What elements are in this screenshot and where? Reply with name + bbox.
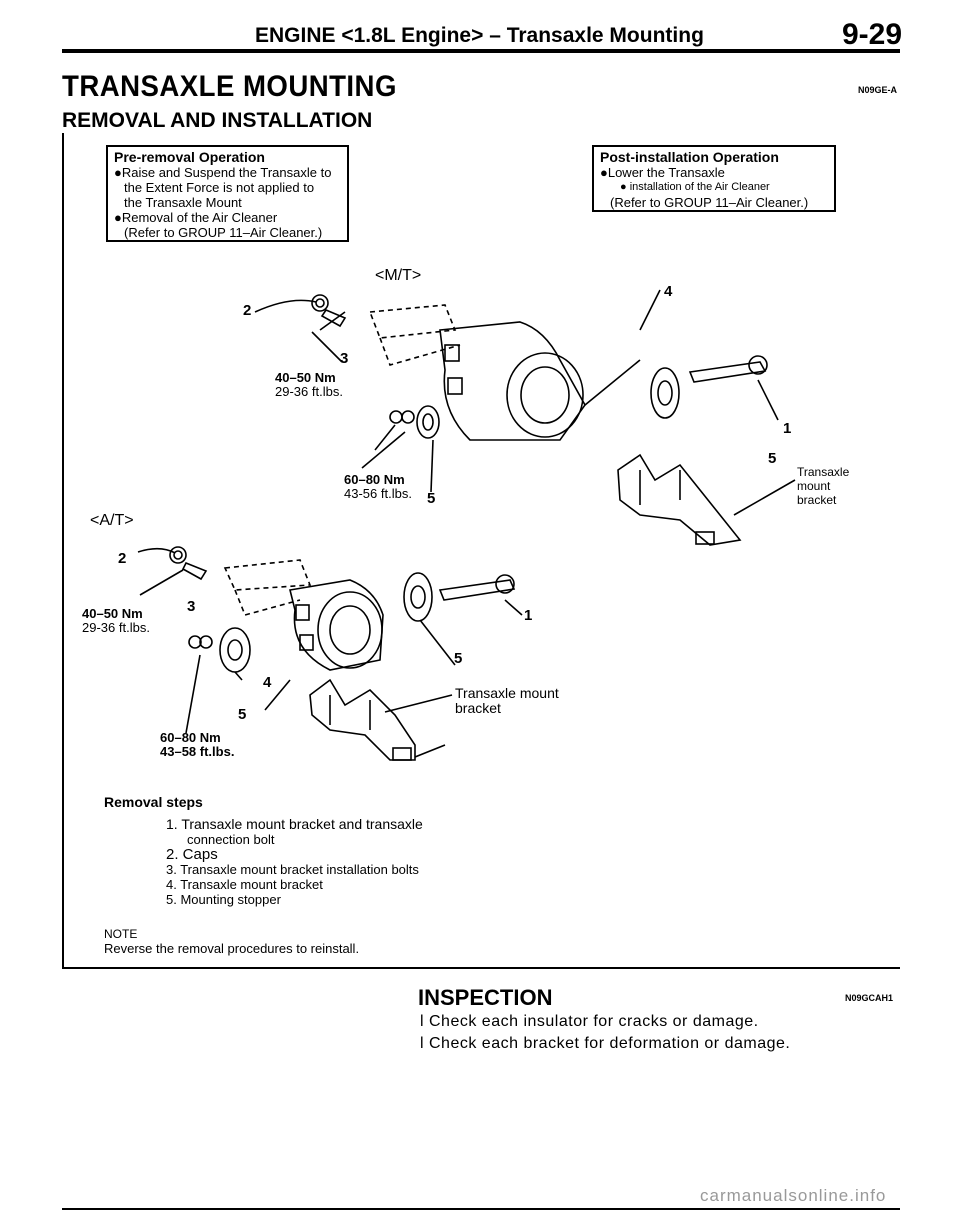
section-bottom-rule bbox=[62, 967, 900, 969]
bracket-label-line: Transaxle bbox=[797, 465, 850, 479]
callout-5-mt: 5 bbox=[768, 450, 777, 467]
torque-2-ft-at: 43–58 ft.lbs. bbox=[160, 744, 235, 759]
callout-3-at: 3 bbox=[187, 598, 196, 615]
callout-1-mt: 1 bbox=[783, 420, 792, 437]
pre-removal-box: Pre-removal Operation ●Raise and Suspend… bbox=[106, 145, 349, 242]
pre-removal-line: ●Raise and Suspend the Transaxle to bbox=[114, 165, 332, 180]
torque-2-nm-at: 60–80 Nm bbox=[160, 730, 221, 745]
callout-3-mt: 3 bbox=[340, 350, 349, 367]
mounting-stopper-mt bbox=[650, 367, 680, 419]
mounting-stopper-at bbox=[403, 572, 433, 622]
pre-removal-line: the Transaxle Mount bbox=[124, 195, 242, 210]
callout-2-at: 2 bbox=[118, 550, 127, 567]
torque-1-ft-at: 29-36 ft.lbs. bbox=[82, 620, 150, 635]
callout-5b-at: 5 bbox=[238, 706, 247, 723]
mount-insulator-at bbox=[317, 591, 383, 669]
bolt-3-at bbox=[181, 561, 208, 581]
removal-step: 2. Caps bbox=[166, 846, 218, 863]
cap-at bbox=[219, 627, 251, 673]
post-installation-line: (Refer to GROUP 11–Air Cleaner.) bbox=[610, 195, 809, 210]
cap-2-mt bbox=[311, 294, 329, 312]
callout-4-at: 4 bbox=[263, 674, 272, 691]
torque-1-nm-mt: 40–50 Nm bbox=[275, 370, 336, 385]
bracket-label-line: Transaxle mount bbox=[455, 685, 559, 701]
callout-5-at: 5 bbox=[454, 650, 463, 667]
torque-1-ft-mt: 29-36 ft.lbs. bbox=[275, 384, 343, 399]
post-installation-title: Post-installation Operation bbox=[600, 149, 779, 165]
mt-label: <M/T> bbox=[375, 267, 422, 284]
bolt-1-at bbox=[438, 579, 516, 601]
removal-steps-list: 1. Transaxle mount bracket and transaxle… bbox=[166, 816, 423, 908]
inspection-code: N09GCAH1 bbox=[845, 993, 894, 1003]
section-code: N09GE-A bbox=[858, 85, 898, 95]
pre-removal-title: Pre-removal Operation bbox=[114, 149, 265, 165]
torque-2-nm-mt: 60–80 Nm bbox=[344, 472, 405, 487]
bracket-label-at: Transaxle mount bracket bbox=[455, 686, 559, 716]
cap-mt bbox=[416, 405, 440, 439]
at-label: <A/T> bbox=[90, 512, 134, 529]
inspection-item: l Check each bracket for deformation or … bbox=[420, 1035, 791, 1052]
mount-body-at bbox=[289, 579, 384, 671]
section-title: TRANSAXLE MOUNTING bbox=[62, 70, 397, 103]
bracket-label-line: bracket bbox=[455, 700, 501, 716]
transaxle-mount-bracket-at bbox=[309, 678, 416, 761]
post-installation-line: ●Lower the Transaxle bbox=[600, 165, 725, 180]
watermark: carmanualsonline.info bbox=[700, 1186, 887, 1205]
removal-step: connection bolt bbox=[187, 832, 275, 847]
torque-1-nm-at: 40–50 Nm bbox=[82, 606, 143, 621]
inspection-item: l Check each insulator for cracks or dam… bbox=[420, 1013, 759, 1030]
note-text: Reverse the removal procedures to reinst… bbox=[104, 941, 360, 956]
pre-removal-line: (Refer to GROUP 11–Air Cleaner.) bbox=[124, 225, 323, 240]
bolt-1-mt bbox=[688, 361, 767, 383]
mount-body-mt bbox=[439, 321, 586, 441]
page-header-title: ENGINE <1.8L Engine> – Transaxle Mountin… bbox=[255, 24, 704, 47]
bracket-label-mt: Transaxle mount bracket bbox=[797, 465, 849, 507]
footer-rule bbox=[62, 1208, 900, 1210]
bolt-3-mt bbox=[320, 309, 347, 328]
inspection-title: INSPECTION bbox=[418, 985, 553, 1010]
cap-2-at bbox=[169, 546, 187, 564]
transaxle-mount-bracket-mt bbox=[617, 453, 742, 546]
mount-insulator-mt bbox=[506, 352, 584, 438]
torque-2-ft-mt: 43-56 ft.lbs. bbox=[344, 486, 412, 501]
post-installation-line: ● installation of the Air Cleaner bbox=[620, 181, 770, 193]
removal-step: 1. Transaxle mount bracket and transaxle bbox=[166, 816, 423, 832]
callout-4-mt: 4 bbox=[664, 283, 673, 300]
removal-step: 5. Mounting stopper bbox=[166, 892, 281, 907]
post-installation-box: Post-installation Operation ●Lower the T… bbox=[592, 145, 836, 212]
leader-line bbox=[254, 299, 317, 313]
removal-step: 4. Transaxle mount bracket bbox=[166, 877, 323, 892]
callout-5b-mt: 5 bbox=[427, 490, 436, 507]
callout-2-mt: 2 bbox=[243, 302, 252, 319]
inspection-list: l Check each insulator for cracks or dam… bbox=[420, 1011, 790, 1055]
callout-1-at: 1 bbox=[524, 607, 533, 624]
bracket-label-line: mount bbox=[797, 479, 831, 493]
left-margin-rule bbox=[62, 133, 64, 968]
header-rule bbox=[62, 49, 900, 53]
removal-step: 3. Transaxle mount bracket installation … bbox=[166, 862, 419, 877]
pre-removal-line: ●Removal of the Air Cleaner bbox=[114, 210, 278, 225]
page-number: 9-29 bbox=[842, 18, 903, 51]
removal-steps-title: Removal steps bbox=[104, 794, 203, 810]
note-label: NOTE bbox=[104, 927, 138, 941]
pre-removal-line: the Extent Force is not applied to bbox=[124, 180, 315, 195]
bracket-label-line: bracket bbox=[797, 493, 837, 507]
section-subtitle: REMOVAL AND INSTALLATION bbox=[62, 109, 373, 132]
